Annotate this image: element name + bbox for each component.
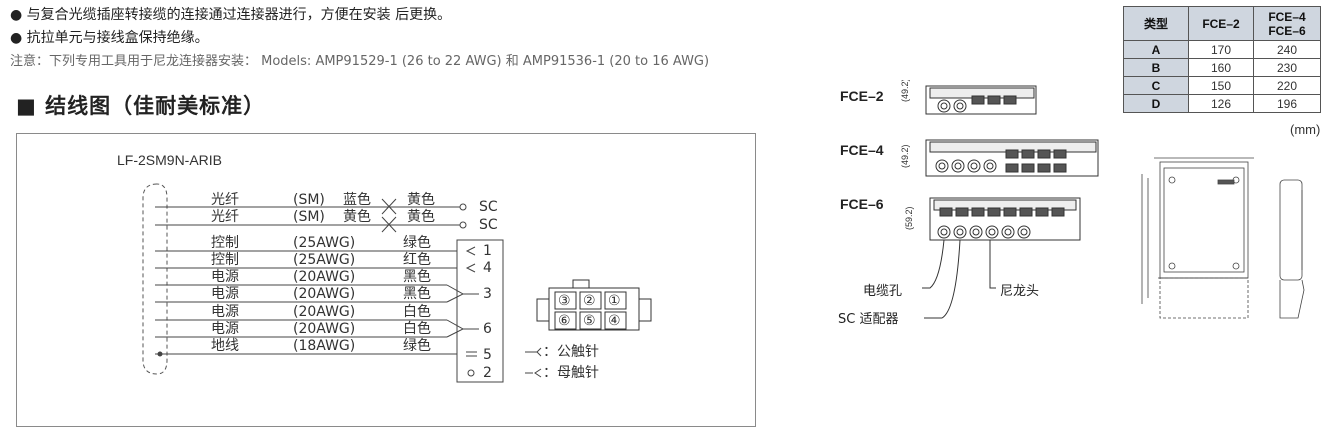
cell-fce46: 220 — [1253, 76, 1321, 95]
wire-color-b: 红色 — [403, 252, 431, 268]
wire-name: 电源 — [211, 321, 239, 337]
pin-4: ④ — [608, 313, 621, 329]
wiring-lines — [142, 183, 652, 383]
wire-color-b: 白色 — [403, 304, 431, 320]
col-fce4-label: FCE–4 — [1268, 9, 1306, 24]
wire-name: 电源 — [211, 269, 239, 285]
wire-color-a: 蓝色 — [343, 192, 371, 208]
dimension-table: 类型 FCE–2 FCE–4 FCE–6 A 170 240 B 160 230… — [1123, 6, 1321, 113]
legend-male: ：公触针 — [543, 344, 599, 360]
wire-color-a: 黄色 — [343, 209, 371, 225]
wire-term: SC — [479, 217, 498, 233]
wire-spec: (SM) — [293, 209, 325, 225]
row-key: B — [1123, 58, 1189, 77]
wire-term: 6 — [483, 321, 492, 337]
pin-2: ② — [583, 293, 596, 309]
table-row: A 170 240 — [1123, 40, 1321, 59]
bullet-1: ● 与复合光缆插座转接缆的连接通过连接器进行，方便在安装 后更换。 — [10, 7, 452, 23]
unit-label: (mm) — [1290, 122, 1321, 137]
wire-term: 5 — [483, 347, 492, 363]
wire-color-b: 黄色 — [407, 192, 435, 208]
dim-fce2: (49.2) — [900, 80, 910, 102]
cell-fce2: 150 — [1188, 76, 1254, 95]
wire-spec: (18AWG) — [293, 338, 356, 354]
pin-5: ⑤ — [583, 313, 596, 329]
wire-spec: (25AWG) — [293, 235, 356, 251]
wiring-diagram: LF-2SM9N-ARIB — [16, 133, 756, 427]
wire-color-b: 黄色 — [407, 209, 435, 225]
dim-fce6: (59.2) — [904, 206, 914, 230]
product-outline-drawings: (49.2) (49.2) (59.2) — [900, 80, 1099, 319]
cell-fce2: 126 — [1188, 94, 1254, 113]
pin-6: ⑥ — [558, 313, 571, 329]
wire-spec: (SM) — [293, 192, 325, 208]
wire-name: 光纤 — [211, 209, 239, 225]
dim-fce4: (49.2) — [900, 144, 910, 168]
col-type: 类型 — [1123, 6, 1189, 41]
cell-fce46: 230 — [1253, 58, 1321, 77]
label-sc-adapter: SC 适配器 — [838, 312, 899, 327]
wire-term: SC — [479, 199, 498, 215]
col-fce6-label: FCE–6 — [1268, 23, 1306, 38]
wire-color-b: 黑色 — [403, 286, 431, 302]
mounting-drawings — [1141, 157, 1305, 319]
table-row: D 126 196 — [1123, 94, 1321, 113]
wire-term: 4 — [483, 260, 492, 276]
fce6-label: FCE–6 — [840, 196, 884, 212]
row-key: D — [1123, 94, 1189, 113]
bullet-2: ● 抗拉单元与接线盒保持绝缘。 — [10, 30, 209, 46]
cell-fce2: 160 — [1188, 58, 1254, 77]
wire-term: 1 — [483, 243, 492, 259]
col-fce2: FCE–2 — [1188, 6, 1254, 41]
wire-spec: (20AWG) — [293, 304, 356, 320]
row-key: C — [1123, 76, 1189, 95]
label-nylon: 尼龙头 — [1000, 284, 1040, 299]
wire-color-b: 绿色 — [403, 338, 431, 354]
cell-fce46: 240 — [1253, 40, 1321, 59]
wire-name: 控制 — [211, 235, 239, 251]
wire-name: 电源 — [211, 286, 239, 302]
row-key: A — [1123, 40, 1189, 59]
label-cable-hole: 电缆孔 — [863, 284, 903, 299]
col-fce46: FCE–4 FCE–6 — [1253, 6, 1321, 41]
wire-name: 地线 — [211, 338, 239, 354]
wire-color-b: 绿色 — [403, 235, 431, 251]
wire-name: 光纤 — [211, 192, 239, 208]
pin-1: ① — [608, 293, 621, 309]
table-row: B 160 230 — [1123, 58, 1321, 77]
section-title: ■ 结线图（佳耐美标准） — [16, 94, 266, 118]
wire-name: 控制 — [211, 252, 239, 268]
wire-color-b: 黑色 — [403, 269, 431, 285]
wire-spec: (25AWG) — [293, 252, 356, 268]
wire-term: 2 — [483, 365, 492, 381]
cable-model: LF-2SM9N-ARIB — [117, 152, 223, 168]
table-row: C 150 220 — [1123, 76, 1321, 95]
cell-fce46: 196 — [1253, 94, 1321, 113]
wire-term: 3 — [483, 286, 492, 302]
fce4-label: FCE–4 — [840, 142, 884, 158]
wire-spec: (20AWG) — [293, 269, 356, 285]
wire-color-b: 白色 — [403, 321, 431, 337]
wire-spec: (20AWG) — [293, 286, 356, 302]
wire-name: 电源 — [211, 304, 239, 320]
legend-female: ：母触针 — [543, 365, 599, 381]
cell-fce2: 170 — [1188, 40, 1254, 59]
tool-note: 注意：下列专用工具用于尼龙连接器安装： Models: AMP91529-1 (… — [10, 54, 710, 69]
pin-3: ③ — [558, 293, 571, 309]
wire-spec: (20AWG) — [293, 321, 356, 337]
fce2-label: FCE–2 — [840, 88, 884, 104]
